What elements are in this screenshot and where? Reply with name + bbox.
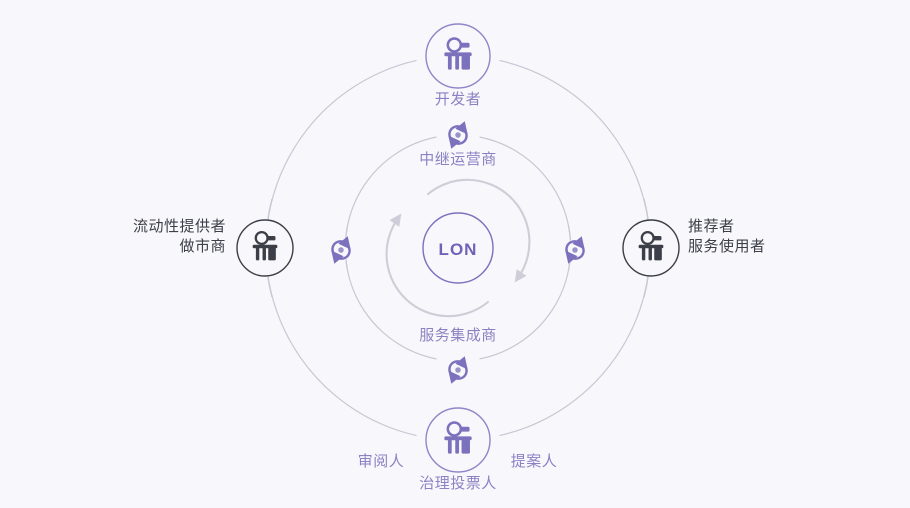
center-token-label: LON	[438, 240, 478, 259]
node-right-label-line-1: 推荐者	[688, 218, 735, 235]
rotation-arrow-counterclockwise	[385, 213, 490, 318]
sync-arrows-icon-left	[330, 236, 352, 264]
sync-arrows-icon-top	[447, 121, 469, 149]
node-left-label: 流动性提供者 做市商	[0, 217, 226, 258]
side-label-proposer: 提案人	[510, 453, 558, 470]
node-top-label: 开发者	[434, 91, 482, 108]
node-bottom-governance-voter[interactable]	[425, 407, 491, 473]
node-left-label-line-1: 流动性提供者	[132, 218, 226, 235]
node-right-referrer[interactable]	[622, 219, 680, 277]
node-top-developer[interactable]	[425, 23, 491, 89]
node-left-liquidity-provider[interactable]	[236, 219, 294, 277]
node-left-label-line-2: 做市商	[179, 238, 226, 256]
rotation-arrow-clockwise	[426, 178, 531, 283]
sync-arrows-icon-right	[564, 236, 586, 264]
ring-label-service-integrator: 服务集成商	[419, 327, 497, 344]
sync-arrows-icon-bottom	[447, 356, 469, 384]
side-label-reviewer: 审阅人	[357, 453, 405, 470]
node-right-label-line-2: 服务使用者	[688, 238, 766, 256]
rotation-arrows	[385, 178, 531, 318]
ring-label-relay-operator: 中继运营商	[419, 151, 497, 168]
node-bottom-label: 治理投票人	[419, 475, 497, 492]
node-right-label: 推荐者 服务使用者	[688, 217, 766, 258]
center-token	[422, 212, 494, 284]
